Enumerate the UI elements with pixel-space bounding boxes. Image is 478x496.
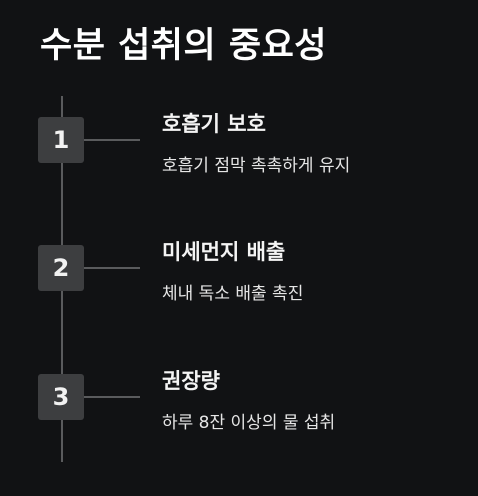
step-number-badge: 3 (38, 374, 84, 420)
step-number-badge: 1 (38, 117, 84, 163)
step-2: 2 미세먼지 배출 체내 독소 배출 촉진 (38, 240, 458, 355)
step-description: 호흡기 점막 촉촉하게 유지 (162, 156, 351, 176)
step-1: 1 호흡기 보호 호흡기 점막 촉촉하게 유지 (38, 112, 458, 227)
page-title: 수분 섭취의 중요성 (40, 26, 327, 66)
step-title: 미세먼지 배출 (162, 240, 286, 264)
step-connector-line (84, 396, 140, 398)
step-title: 권장량 (162, 369, 220, 393)
step-description: 체내 독소 배출 촉진 (162, 284, 304, 304)
step-connector-line (84, 139, 140, 141)
step-description: 하루 8잔 이상의 물 섭취 (162, 413, 336, 433)
step-title: 호흡기 보호 (162, 112, 266, 136)
step-number-badge: 2 (38, 245, 84, 291)
step-3: 3 권장량 하루 8잔 이상의 물 섭취 (38, 369, 458, 484)
step-connector-line (84, 267, 140, 269)
